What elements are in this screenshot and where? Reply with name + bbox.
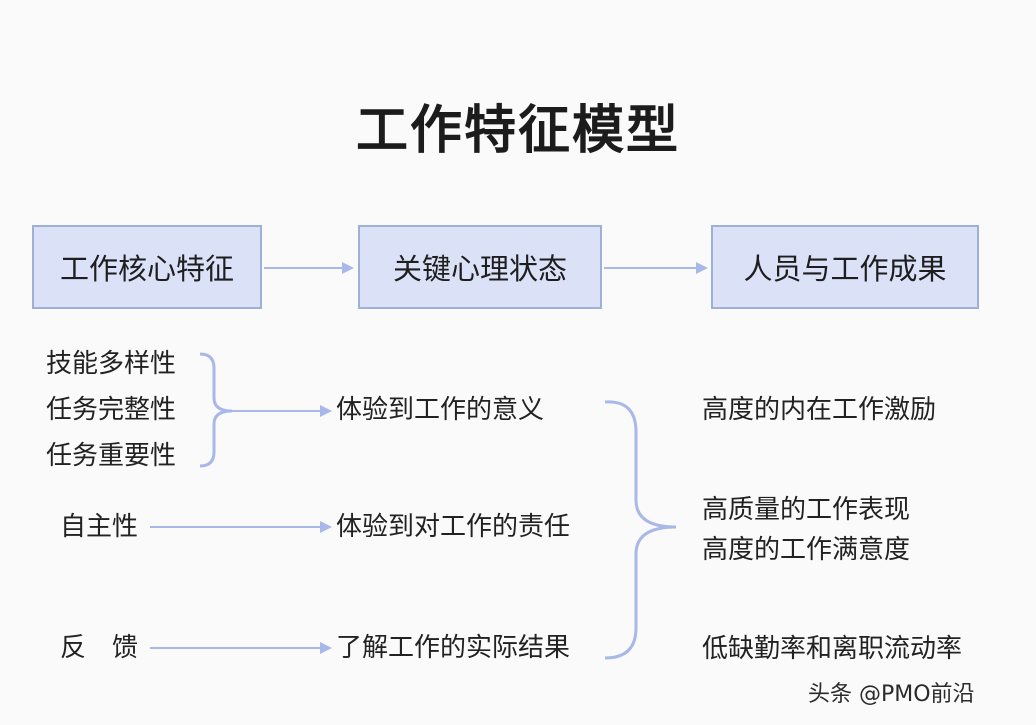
- dimension-autonomy: 自主性: [60, 512, 139, 542]
- watermark: 头条 @PMO前沿: [808, 682, 975, 707]
- outcome-motivation: 高度的内在工作激励: [702, 395, 937, 425]
- state-knowledge-of-results: 了解工作的实际结果: [336, 633, 571, 663]
- outcomes-header: 人员与工作成果: [711, 225, 979, 309]
- dimension-feedback: 反 馈: [60, 633, 139, 663]
- dimension-task-significance: 任务重要性: [46, 441, 177, 471]
- diagram-title: 工作特征模型: [355, 101, 680, 161]
- outcome-brace: [604, 400, 677, 660]
- outcome-satisfaction: 高度的工作满意度: [702, 535, 911, 565]
- state-meaningfulness: 体验到工作的意义: [336, 395, 545, 425]
- group-brace: [199, 352, 233, 468]
- outcome-low-absenteeism: 低缺勤率和离职流动率: [702, 634, 963, 664]
- psychological-states-header: 关键心理状态: [358, 225, 602, 309]
- dimension-task-identity: 任务完整性: [46, 395, 177, 425]
- outcome-performance: 高质量的工作表现: [702, 495, 911, 525]
- dimension-skill-variety: 技能多样性: [46, 349, 177, 379]
- core-characteristics-header: 工作核心特征: [32, 225, 262, 309]
- state-responsibility: 体验到对工作的责任: [336, 512, 571, 542]
